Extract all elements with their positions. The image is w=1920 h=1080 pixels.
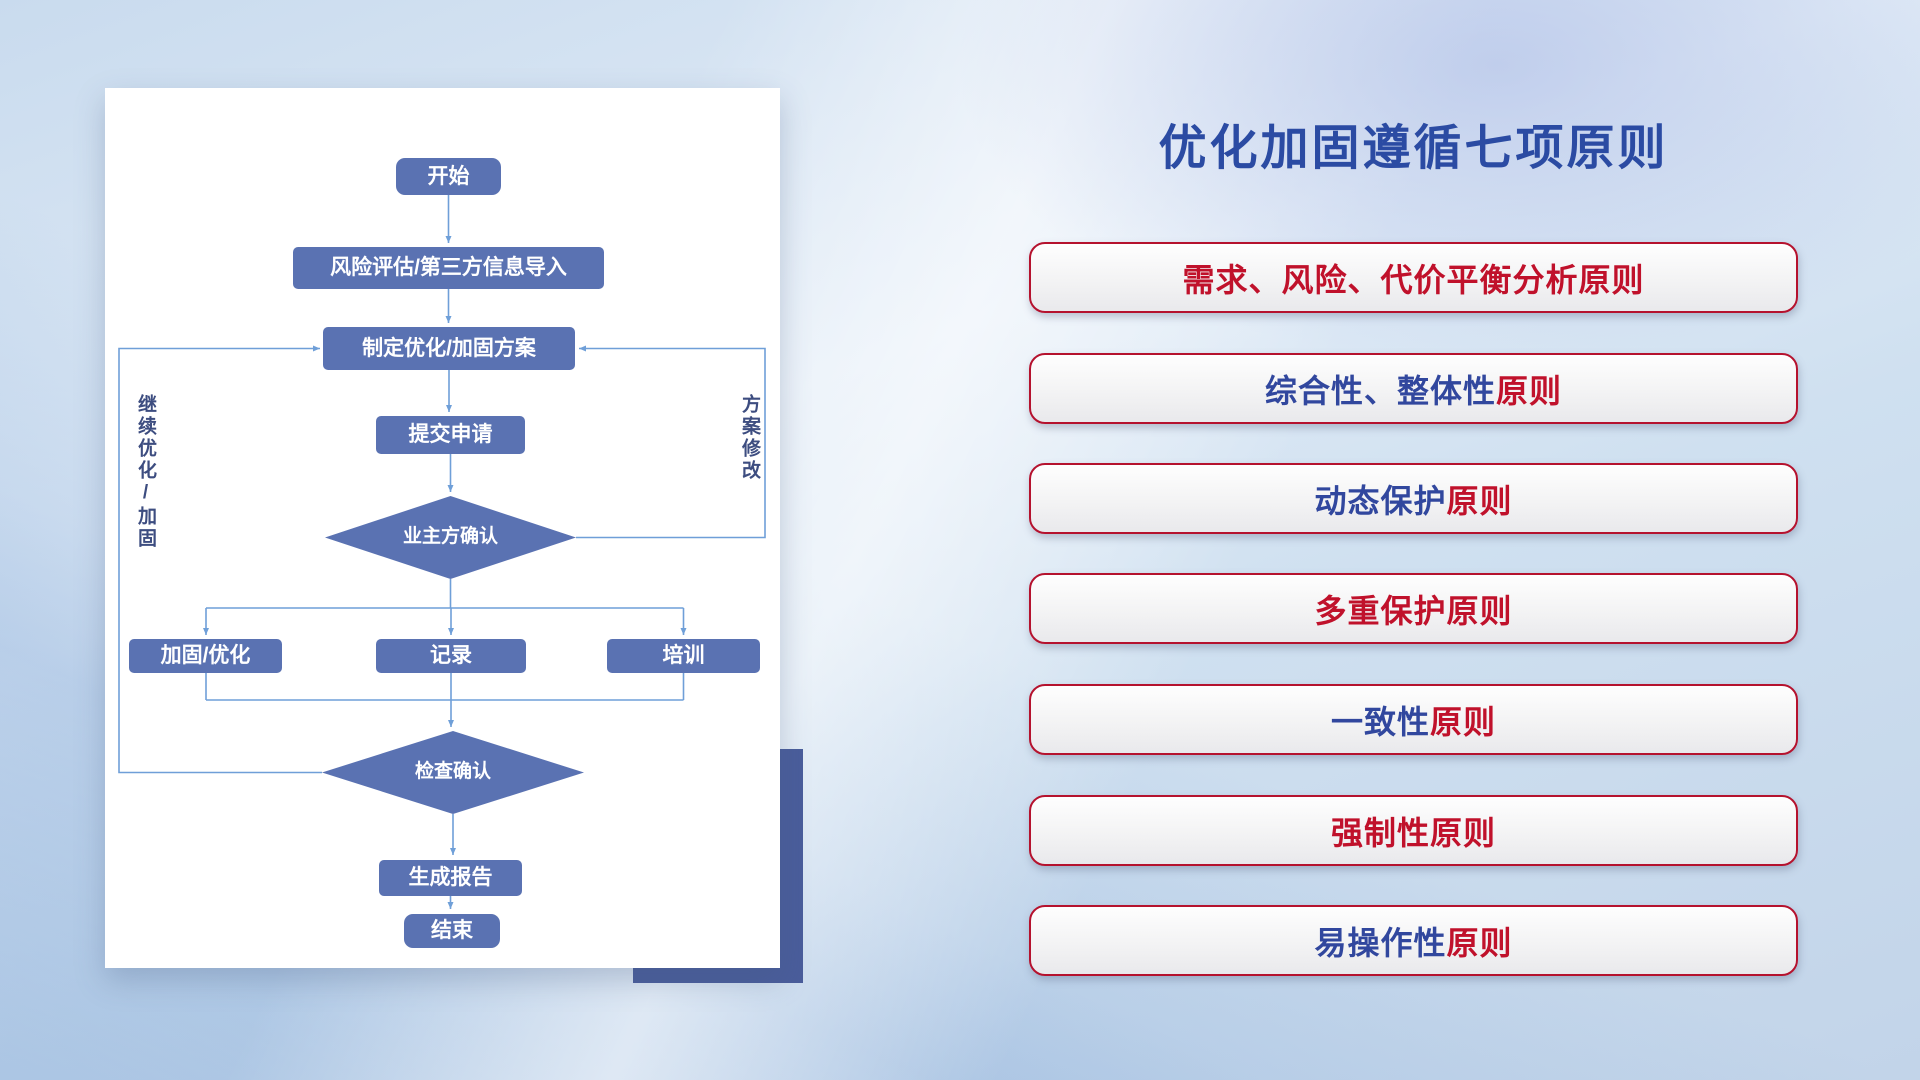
flow-node-end: 结束 [404, 914, 500, 948]
principle-7-red-text: 原则 [1446, 924, 1513, 961]
flow-node-risk-import: 风险评估/第三方信息导入 [293, 247, 604, 289]
flow-node-submit: 提交申请 [376, 416, 525, 454]
principle-4-red-text: 多重保护原则 [1314, 592, 1513, 629]
flow-node-plan: 制定优化/加固方案 [323, 327, 575, 370]
principle-card-7: 易操作性原则 [1029, 905, 1798, 976]
flowchart-connectors [118, 195, 766, 909]
connector-loop-revise [576, 345, 766, 539]
page-title: 优化加固遵循七项原则 [1158, 122, 1669, 175]
principle-card-6: 强制性原则 [1029, 795, 1798, 866]
connector-loop-continue [118, 345, 322, 774]
loop-label-revise: 方案修改 [739, 394, 760, 482]
principle-1-red-text: 需求、风险、代价平衡分析原则 [1182, 261, 1645, 298]
connector-branch-split [206, 579, 684, 609]
principle-3-blue-text: 动态保护 [1314, 482, 1447, 519]
principle-card-3: 动态保护原则 [1029, 463, 1798, 534]
principle-6-red-text: 强制性原则 [1330, 814, 1496, 851]
principle-card-2: 综合性、整体性原则 [1029, 353, 1798, 424]
principle-card-4: 多重保护原则 [1029, 573, 1798, 644]
connector-branch-join [205, 673, 685, 701]
flow-node-start: 开始 [396, 158, 501, 195]
flow-node-train: 培训 [607, 639, 760, 673]
flow-node-record: 记录 [376, 639, 526, 673]
flow-node-report: 生成报告 [379, 860, 522, 896]
principle-5-blue-text: 一致性 [1330, 703, 1430, 740]
principle-3-red-text: 原则 [1446, 482, 1513, 519]
principle-5-red-text: 原则 [1430, 703, 1497, 740]
principle-7-blue-text: 易操作性 [1314, 924, 1447, 961]
flow-node-harden: 加固/优化 [129, 639, 282, 673]
loop-label-continue: 继续优化/加固 [135, 394, 156, 550]
principle-2-blue-text: 综合性、整体性 [1264, 372, 1496, 409]
principle-card-5: 一致性原则 [1029, 684, 1798, 755]
principle-2-red-text: 原则 [1496, 372, 1563, 409]
principle-card-1: 需求、风险、代价平衡分析原则 [1029, 242, 1798, 313]
flowchart-card: 开始 风险评估/第三方信息导入 制定优化/加固方案 提交申请 业主方确认 加固/… [105, 88, 780, 968]
